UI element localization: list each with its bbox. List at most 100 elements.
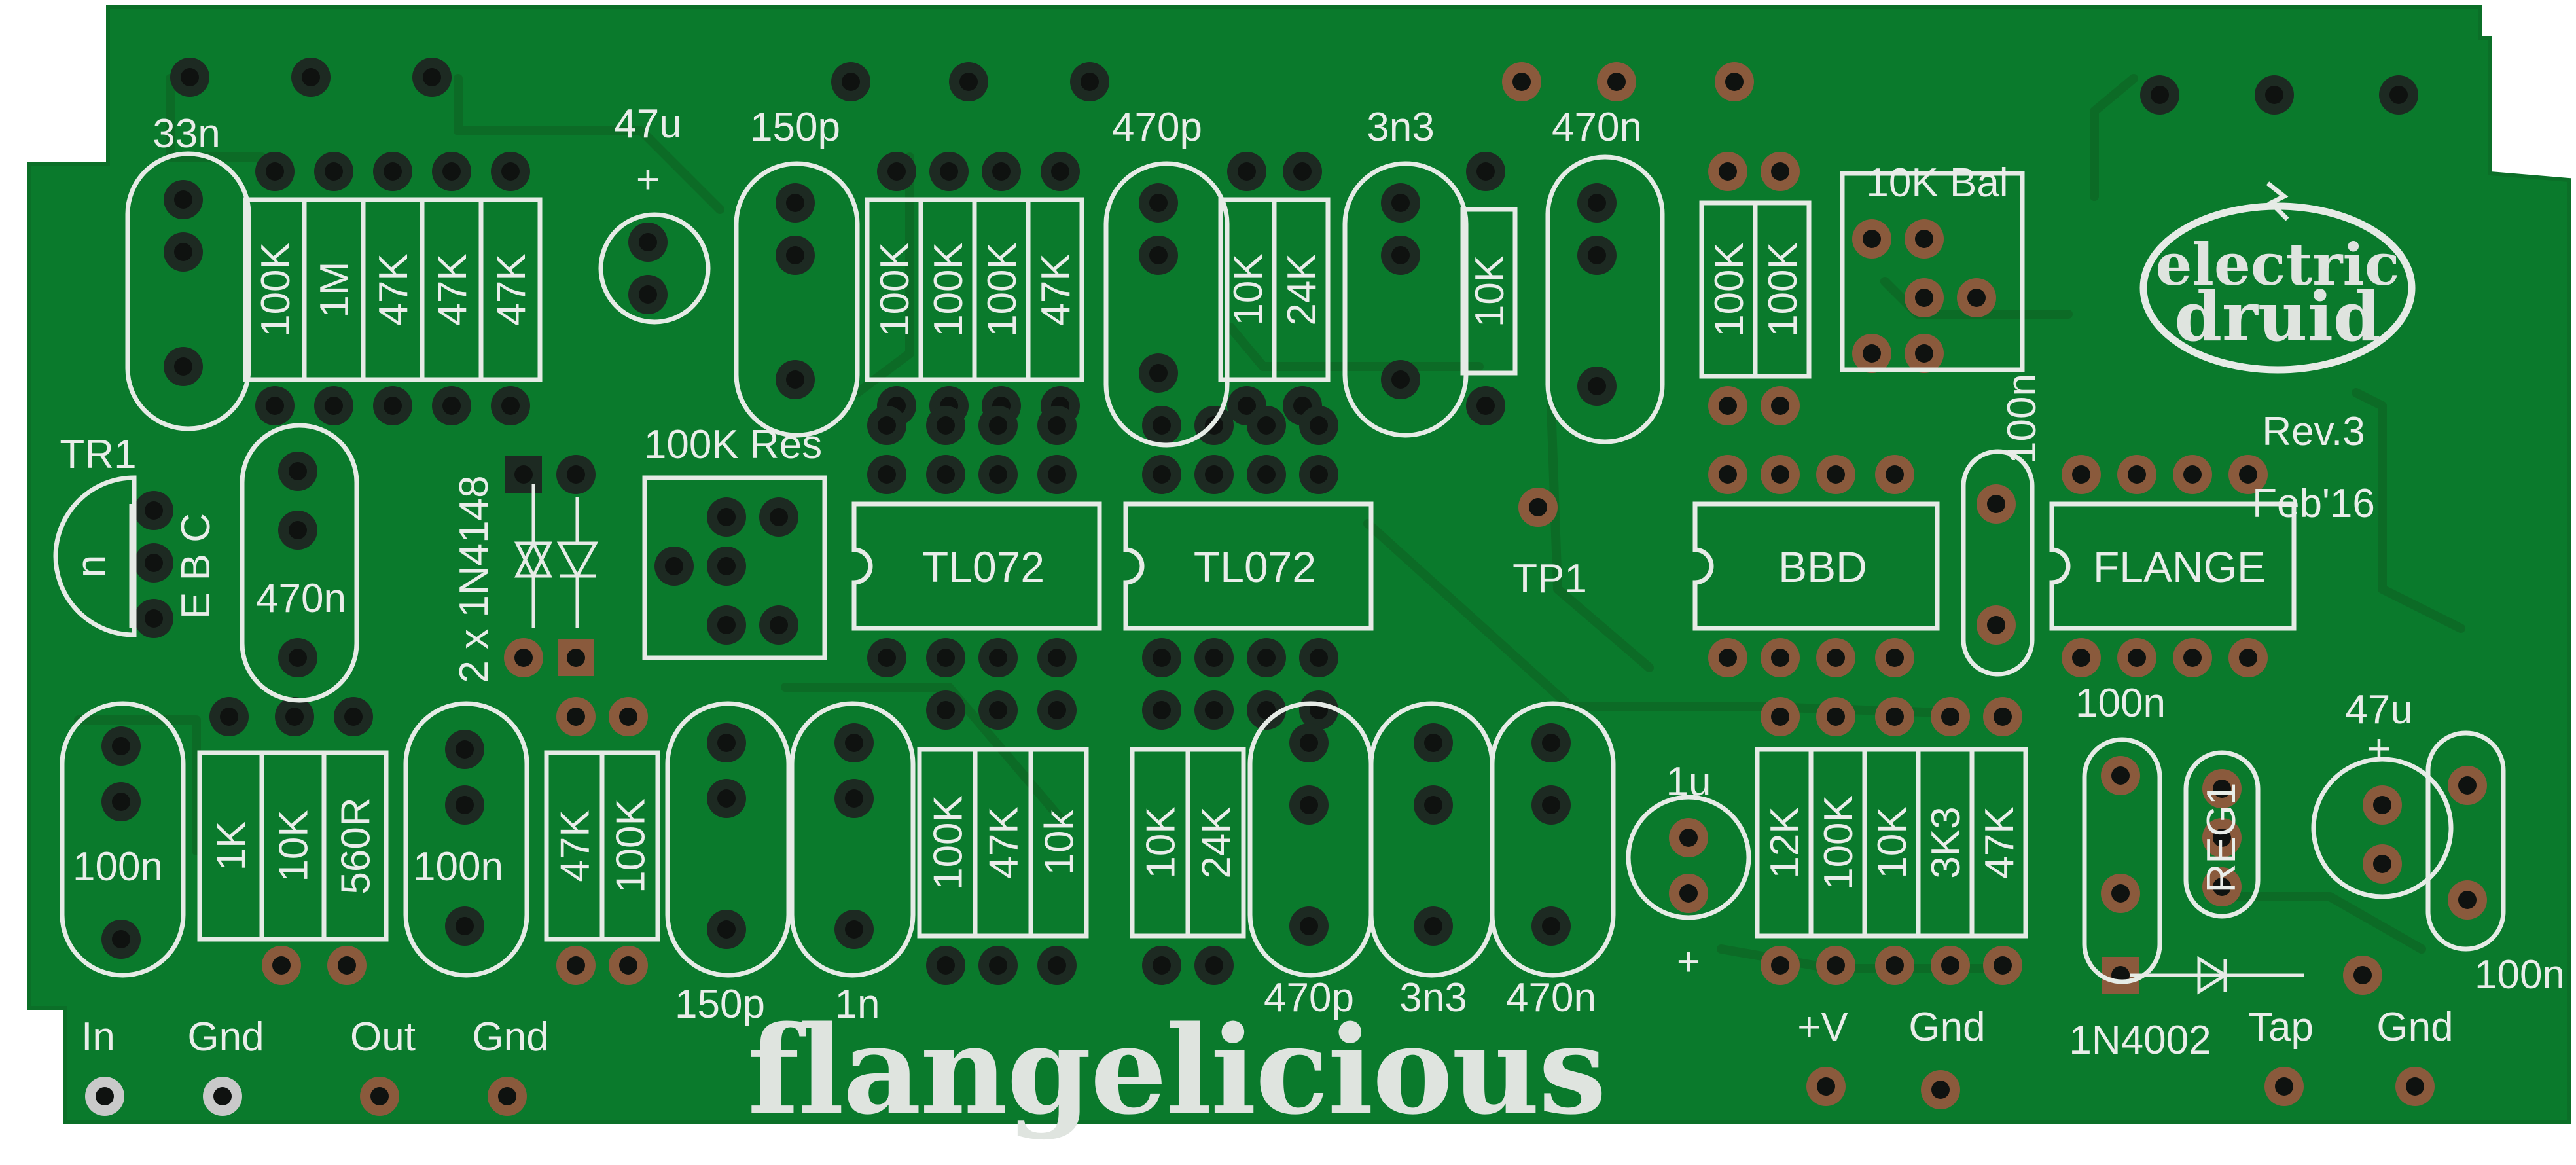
- pad-hole: [456, 796, 474, 814]
- pad-hole: [567, 956, 585, 975]
- pad-hole: [717, 734, 736, 752]
- pad-hole: [498, 1087, 516, 1105]
- pad-hole: [213, 1087, 232, 1105]
- pad-hole: [384, 397, 402, 415]
- pad-hole: [1048, 649, 1066, 667]
- pad-hole: [1149, 194, 1168, 212]
- pad-hole: [285, 708, 304, 726]
- pad-hole: [989, 956, 1007, 975]
- pad-hole: [989, 649, 1007, 667]
- resistor-value: 47K: [1033, 253, 1079, 325]
- pad-hole: [717, 789, 736, 808]
- resistor-value: 100K: [1707, 242, 1752, 337]
- label-plus-top: +: [636, 157, 660, 202]
- pad-hole: [1153, 701, 1171, 719]
- pad-hole: [717, 920, 736, 939]
- resistor-value: 47K: [489, 253, 534, 325]
- pad-hole: [567, 465, 585, 484]
- pad-hole: [2239, 465, 2257, 484]
- pad-hole: [2275, 1077, 2293, 1096]
- resistor-value: 3K3: [1923, 806, 1969, 878]
- resistor-value: 47K: [371, 253, 416, 325]
- pad-hole: [2373, 796, 2391, 814]
- ic-tl072-2: TL072: [1123, 501, 1374, 631]
- label-100n-left1: 100n: [73, 844, 163, 889]
- pad-hole: [1588, 377, 1606, 395]
- pad-hole: [501, 397, 520, 415]
- pad-hole: [937, 416, 955, 435]
- label-3n3-top: 3n3: [1367, 105, 1434, 150]
- label-100n-far-right: 100n: [2475, 952, 2565, 997]
- pad-hole: [1719, 397, 1737, 415]
- resistor-value: 47K: [430, 253, 475, 325]
- pad-hole: [1987, 616, 2005, 634]
- label-47u-right: 47u: [2345, 687, 2412, 732]
- label-1n4002: 1N4002: [2069, 1018, 2211, 1063]
- ic-flange-4: FLANGE: [2049, 501, 2297, 631]
- pad-hole: [289, 521, 307, 539]
- pad-hole: [272, 956, 291, 975]
- pad-hole: [1153, 465, 1171, 484]
- resistor-value: 100K: [926, 795, 971, 890]
- pad-hole: [1300, 734, 1318, 752]
- pad-hole: [1205, 701, 1223, 719]
- pads-layer: [85, 58, 2487, 1116]
- pad-hole: [1719, 162, 1737, 181]
- ic-label: BBD: [1778, 543, 1867, 591]
- pad-hole: [1300, 917, 1318, 935]
- pad-hole: [1424, 796, 1442, 814]
- pad-hole: [384, 162, 402, 181]
- pad-hole: [1886, 465, 1904, 484]
- pad-hole: [1391, 246, 1410, 264]
- pad-hole: [770, 508, 788, 526]
- pad-hole: [937, 956, 955, 975]
- label-100n-vertical: 100n: [1999, 374, 2045, 464]
- logo-line2: druid: [2174, 276, 2380, 357]
- pad-hole: [1915, 230, 1933, 248]
- pad-hole: [181, 68, 199, 86]
- pad-hole: [845, 789, 863, 808]
- pad-hole: [2239, 649, 2257, 667]
- pad-hole: [1048, 956, 1066, 975]
- connector-label-gnd: Gnd: [472, 1014, 548, 1060]
- pad-hole: [1048, 416, 1066, 435]
- component-outlines: [53, 151, 2506, 995]
- ic-bbd-3: BBD: [1692, 501, 1940, 631]
- label-tp1: TP1: [1512, 556, 1587, 601]
- resistor-value: 100K: [609, 798, 654, 893]
- pad-hole: [989, 465, 1007, 484]
- label-150p-bottom: 150p: [675, 982, 765, 1027]
- ic-label: TL072: [1194, 543, 1316, 591]
- pad-hole: [2128, 465, 2146, 484]
- pad-hole: [1081, 73, 1099, 91]
- pad-hole: [1310, 416, 1328, 435]
- pad-hole: [2072, 649, 2090, 667]
- pad-hole: [786, 370, 804, 389]
- pad-hole: [2213, 829, 2231, 847]
- resistor-value: 10K: [1467, 255, 1512, 327]
- resistor-value: 12K: [1762, 806, 1808, 878]
- pad-hole: [1607, 73, 1626, 91]
- pad-hole: [266, 397, 284, 415]
- label-100n-left2: 100n: [413, 844, 503, 889]
- pad-hole: [1863, 344, 1881, 363]
- pad-hole: [992, 162, 1011, 181]
- connector-label-in: In: [81, 1014, 115, 1060]
- pad-hole: [887, 162, 906, 181]
- pad-hole: [1476, 397, 1495, 415]
- label-1n-bottom: 1n: [835, 982, 880, 1027]
- pad-hole: [2213, 780, 2231, 798]
- pad-hole: [717, 557, 736, 575]
- pad-hole: [619, 708, 637, 726]
- pad-hole: [1153, 956, 1171, 975]
- pad-hole: [665, 557, 683, 575]
- pad-hole: [770, 616, 788, 634]
